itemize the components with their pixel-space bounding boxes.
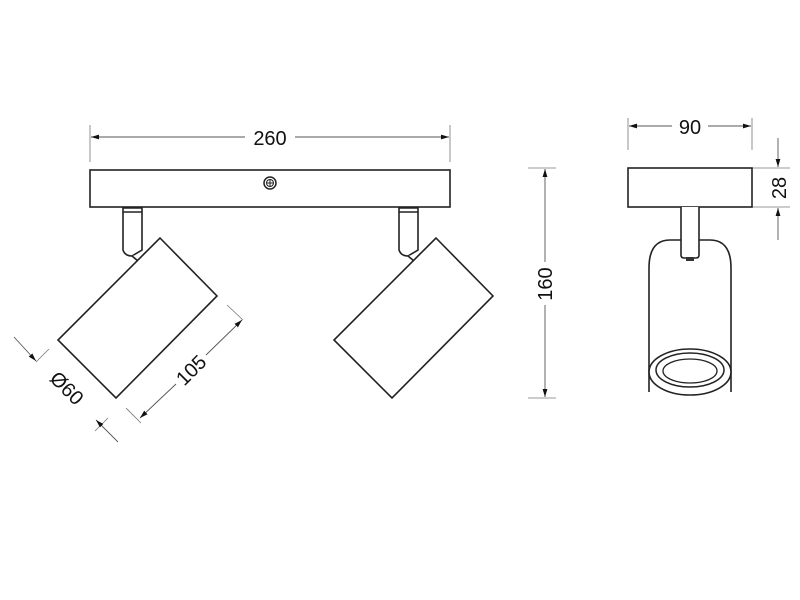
dimension-90: 90 [627,117,753,150]
dimension-label-260: 260 [253,128,286,150]
left-spotlight [56,207,219,400]
right-spotlight [332,207,495,400]
screw-icon [263,176,277,190]
dimension-160: 160 [528,167,557,399]
dimension-label-diameter: Ø60 [45,368,87,410]
dimension-260: 260 [89,125,451,162]
dimension-label-28: 28 [769,177,791,199]
side-view-spotlight [627,167,753,396]
dimension-28: 28 [752,138,791,240]
base-plate [89,169,451,208]
dimension-label-160: 160 [535,267,557,300]
dimension-label-105: 105 [172,351,211,390]
dimension-label-90: 90 [679,117,701,139]
